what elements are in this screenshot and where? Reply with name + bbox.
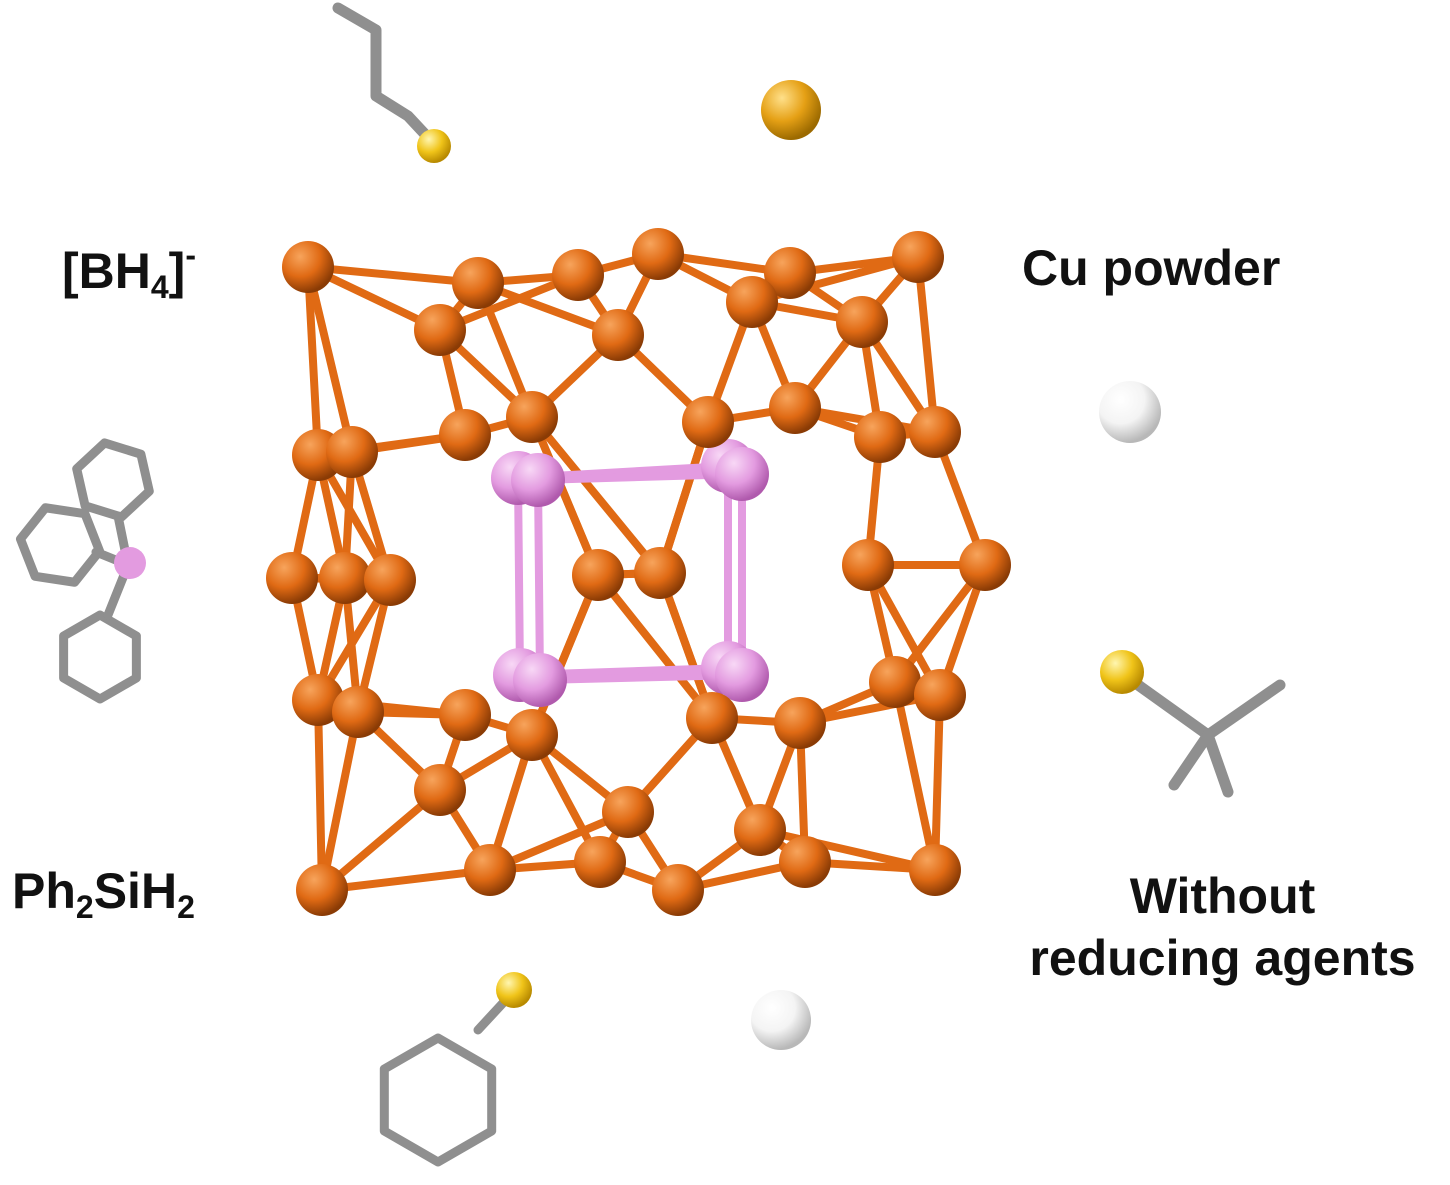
sulfur-atom (417, 129, 451, 163)
cu-atom (296, 864, 348, 916)
cu-atom (869, 656, 921, 708)
cu-cu-bond (304, 263, 356, 456)
cu-atom (842, 539, 894, 591)
cu-atom (592, 309, 644, 361)
cu-atom (326, 426, 378, 478)
cu-atom (292, 674, 344, 726)
cu-cu-bond (318, 708, 362, 894)
cu-atom (959, 539, 1011, 591)
cu-cu-bond (318, 866, 494, 894)
cu-atom (914, 669, 966, 721)
core-atom (715, 447, 769, 501)
cu-cu-bond (528, 413, 602, 579)
core-atom (715, 648, 769, 702)
diphenylsilane-label: Ph2SiH2 (12, 863, 195, 925)
phosphorus-atom (114, 547, 146, 579)
cu-atom (909, 406, 961, 458)
core-atom (513, 653, 567, 707)
cu-atom (414, 764, 466, 816)
methyl-stick (1202, 679, 1286, 741)
cu-atom (282, 241, 334, 293)
cu-atom (319, 552, 371, 604)
alkyl-chain-stick (332, 2, 442, 152)
cu-cu-bond (528, 571, 602, 739)
cluster-atoms (266, 228, 1011, 916)
phenyl-ring-icon (59, 610, 141, 704)
hydrogen-atom (1099, 381, 1161, 443)
cu-atom (836, 296, 888, 348)
core-bond (514, 474, 524, 679)
cu-atom (439, 409, 491, 461)
cu-cu-bond (594, 571, 716, 722)
ligand-fragments (15, 2, 1286, 1167)
cu-atom (774, 697, 826, 749)
sulfur-atom (496, 972, 532, 1008)
cu-atom (602, 786, 654, 838)
cu-cu-bond (914, 253, 939, 436)
gold-atom (761, 80, 821, 140)
cu-atom (364, 554, 416, 606)
cu-atom (734, 804, 786, 856)
cu-cu-bond (891, 678, 939, 874)
cu-cu-bond (304, 263, 322, 459)
cu-atom (332, 686, 384, 738)
cu-atom (909, 844, 961, 896)
phenyl-ring-icon (15, 503, 105, 587)
pink-core-cube (491, 439, 769, 707)
methyl-stick (1202, 729, 1234, 798)
cu-powder-label: Cu powder (1022, 240, 1281, 296)
cu-cu-bond (656, 418, 712, 577)
cu-atom (769, 382, 821, 434)
cu-atom (854, 411, 906, 463)
methyl-stick (1168, 729, 1214, 791)
cu-atom (506, 391, 558, 443)
cu-cu-bond (314, 696, 326, 894)
cu-atom (574, 836, 626, 888)
core-bond (534, 476, 544, 684)
cu-atom (892, 231, 944, 283)
cu-cu-bond (931, 691, 944, 874)
cu-atom (464, 844, 516, 896)
cu-atom (506, 709, 558, 761)
cu-atom (572, 549, 624, 601)
cu-cu-bond (756, 826, 939, 874)
core-atom (511, 453, 565, 507)
borohydride-label: [BH4]- (62, 237, 196, 305)
cu-atom (452, 257, 504, 309)
cu-atom (632, 228, 684, 280)
cu-cu-bond (528, 413, 664, 577)
cu-atom (439, 689, 491, 741)
cu-atom (634, 547, 686, 599)
cu-cu-bond (304, 263, 482, 287)
cu-atom (652, 864, 704, 916)
sulfur-atom (1100, 650, 1144, 694)
cu-atom (414, 304, 466, 356)
cu-atom (686, 692, 738, 744)
phenyl-ring-icon (72, 438, 154, 522)
cu-atom (779, 836, 831, 888)
cu-atom (682, 396, 734, 448)
cu-atom (552, 249, 604, 301)
hydrogen-atom (751, 990, 811, 1050)
phenyl-ring-icon (379, 1033, 497, 1167)
cu-atom (726, 276, 778, 328)
cu-atom (266, 552, 318, 604)
cu-atom (764, 247, 816, 299)
